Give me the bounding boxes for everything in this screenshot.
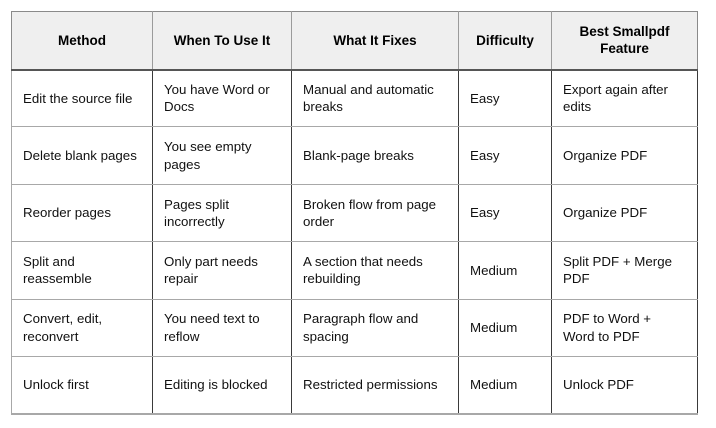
cell-what-it-fixes: Restricted permissions xyxy=(291,356,459,416)
cell-best-smallpdf-feature: Unlock PDF xyxy=(551,356,698,416)
cell-when-to-use-it: Pages split incorrectly xyxy=(152,183,292,243)
cell-when-to-use-it: Only part needs repair xyxy=(152,241,292,300)
cell-when-to-use-it: You have Word or Docs xyxy=(152,68,292,128)
cell-best-smallpdf-feature: Organize PDF xyxy=(551,126,698,185)
cell-best-smallpdf-feature: Export again after edits xyxy=(551,68,698,128)
cell-what-it-fixes: Broken flow from page order xyxy=(291,183,459,243)
cell-difficulty: Easy xyxy=(458,68,552,128)
cell-difficulty: Easy xyxy=(458,183,552,243)
cell-method: Reorder pages xyxy=(11,183,153,243)
cell-best-smallpdf-feature: Organize PDF xyxy=(551,183,698,243)
pdf-fix-methods-table: Method When To Use It What It Fixes Diff… xyxy=(11,11,698,416)
column-header-difficulty: Difficulty xyxy=(458,11,552,71)
column-header-when-to-use-it: When To Use It xyxy=(152,11,292,71)
table-row: Delete blank pages You see empty pages B… xyxy=(11,126,698,185)
cell-difficulty: Medium xyxy=(458,241,552,300)
cell-best-smallpdf-feature: Split PDF + Merge PDF xyxy=(551,241,698,300)
column-header-method: Method xyxy=(11,11,153,71)
cell-difficulty: Medium xyxy=(458,298,552,358)
cell-what-it-fixes: Paragraph flow and spacing xyxy=(291,298,459,358)
table-row: Convert, edit, reconvert You need text t… xyxy=(11,298,698,358)
cell-when-to-use-it: Editing is blocked xyxy=(152,356,292,416)
table-row: Reorder pages Pages split incorrectly Br… xyxy=(11,183,698,243)
table-row: Unlock first Editing is blocked Restrict… xyxy=(11,356,698,416)
cell-method: Unlock first xyxy=(11,356,153,416)
cell-method: Delete blank pages xyxy=(11,126,153,185)
table-row: Edit the source file You have Word or Do… xyxy=(11,68,698,128)
cell-what-it-fixes: Manual and automatic breaks xyxy=(291,68,459,128)
cell-difficulty: Easy xyxy=(458,126,552,185)
cell-method: Edit the source file xyxy=(11,68,153,128)
table-row: Split and reassemble Only part needs rep… xyxy=(11,241,698,300)
cell-when-to-use-it: You see empty pages xyxy=(152,126,292,185)
cell-what-it-fixes: Blank-page breaks xyxy=(291,126,459,185)
cell-best-smallpdf-feature: PDF to Word + Word to PDF xyxy=(551,298,698,358)
comparison-table-container: Method When To Use It What It Fixes Diff… xyxy=(11,11,698,416)
column-header-what-it-fixes: What It Fixes xyxy=(291,11,459,71)
table-header-row: Method When To Use It What It Fixes Diff… xyxy=(11,11,698,71)
cell-difficulty: Medium xyxy=(458,356,552,416)
cell-what-it-fixes: A section that needs rebuilding xyxy=(291,241,459,300)
cell-when-to-use-it: You need text to reflow xyxy=(152,298,292,358)
column-header-best-smallpdf-feature: Best Smallpdf Feature xyxy=(551,11,698,71)
table-header: Method When To Use It What It Fixes Diff… xyxy=(11,11,698,71)
cell-method: Split and reassemble xyxy=(11,241,153,300)
table-body: Edit the source file You have Word or Do… xyxy=(11,68,698,416)
cell-method: Convert, edit, reconvert xyxy=(11,298,153,358)
